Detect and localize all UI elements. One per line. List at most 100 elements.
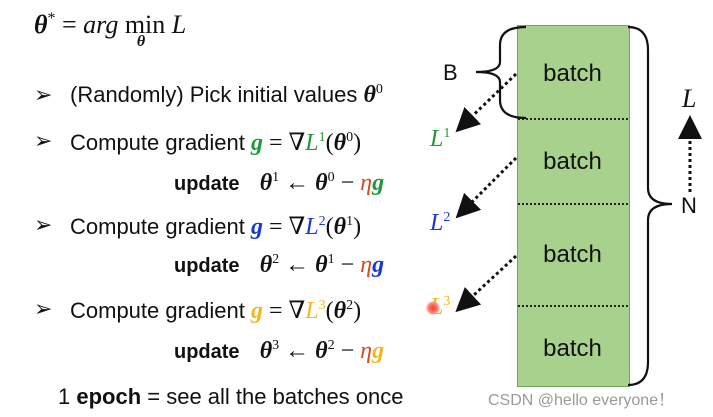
open-paren: ( (325, 298, 334, 324)
min-word: min (124, 10, 166, 39)
total-size-label: N (681, 193, 697, 218)
minus-sign: − (334, 338, 361, 364)
theta-symbol: θ (315, 252, 328, 278)
theta-superscript: 1 (327, 252, 335, 267)
theta-symbol: θ (315, 338, 328, 364)
step-label: Compute gradient (70, 298, 251, 323)
theta-superscript: 2 (346, 298, 354, 313)
gradient-symbol: g (251, 214, 263, 240)
equals-sign: = (55, 10, 84, 39)
loss-symbol: L (171, 10, 187, 39)
theta-superscript: 2 (327, 338, 335, 353)
minus-sign: − (334, 170, 361, 196)
min-subscript: θ (136, 33, 146, 50)
bullet-icon: ➢ (34, 296, 53, 321)
pointer-highlight-icon (426, 301, 440, 315)
theta-superscript: 0 (346, 130, 354, 145)
loss-symbol: L (430, 126, 444, 152)
update-step-2: update θ2 ← θ1 − ηg (174, 252, 384, 279)
theta-superscript: 1 (272, 170, 280, 185)
loss-axis-label: L (682, 84, 697, 113)
theta-superscript: 3 (272, 338, 280, 353)
close-paren: ) (353, 298, 362, 324)
epoch-description: = see all the batches once (141, 384, 404, 409)
learning-rate-symbol: η (360, 170, 373, 196)
batch-label: batch (543, 148, 602, 175)
loss-symbol: L (430, 210, 444, 236)
loss-superscript: 2 (443, 210, 451, 225)
theta-symbol: θ (259, 252, 273, 278)
batch-size-label: B (443, 60, 458, 85)
theta-symbol: θ (259, 338, 273, 364)
open-paren: ( (325, 130, 334, 156)
theta-superscript: 2 (272, 252, 280, 267)
update-step-3: update θ3 ← θ2 − ηg (174, 338, 384, 365)
batch-divider (518, 305, 628, 307)
pick-text: (Randomly) Pick initial values (70, 82, 364, 107)
loss-symbol: L (305, 130, 319, 156)
watermark: CSDN @hello everyone！ (488, 392, 675, 409)
batch-to-loss-arrow (455, 72, 518, 133)
bullet-icon: ➢ (34, 128, 53, 153)
loss-symbol: L (305, 214, 319, 240)
epoch-number: 1 (58, 384, 77, 409)
star-superscript: * (47, 10, 56, 27)
gradient-symbol: g (372, 338, 385, 364)
dataset-box (517, 25, 630, 387)
batch-label: batch (543, 241, 602, 268)
nabla-expression: = ∇ (263, 130, 306, 156)
batch-to-loss-arrow (455, 156, 518, 219)
theta-symbol: θ (333, 214, 347, 240)
batch-loss-label-2: L2 (430, 210, 450, 237)
learning-rate-symbol: η (360, 252, 373, 278)
close-paren: ) (353, 130, 362, 156)
gradient-symbol: g (372, 252, 385, 278)
batch-label: batch (543, 335, 602, 362)
theta-symbol: θ (34, 10, 48, 39)
batch-divider (518, 118, 628, 120)
epoch-word: epoch (76, 384, 142, 409)
epoch-definition: 1 epoch = see all the batches once (58, 384, 404, 410)
gradient-symbol: g (372, 170, 385, 196)
close-paren: ) (353, 214, 362, 240)
theta-superscript: 0 (375, 82, 383, 97)
gradient-symbol: g (251, 298, 263, 324)
loss-symbol: L (305, 298, 319, 324)
theta-symbol: θ (259, 170, 273, 196)
theta-superscript: 1 (346, 214, 354, 229)
update-step-1: update θ1 ← θ0 − ηg (174, 170, 384, 197)
theta-symbol: θ (315, 170, 328, 196)
loss-superscript: 3 (443, 294, 451, 309)
bullet-icon: ➢ (34, 82, 53, 107)
learning-rate-symbol: η (360, 338, 373, 364)
step-label: Compute gradient (70, 130, 251, 155)
compute-gradient-step-3: Compute gradient g = ∇L3(θ2) (70, 296, 361, 325)
bullet-icon: ➢ (34, 212, 53, 237)
batch-label: batch (543, 60, 602, 87)
compute-gradient-step-2: Compute gradient g = ∇L2(θ1) (70, 212, 361, 241)
theta-symbol: θ (363, 82, 376, 108)
loss-superscript: 2 (318, 214, 326, 229)
batch-brace (475, 25, 527, 120)
assign-arrow: ← (279, 170, 316, 196)
loss-superscript: 1 (443, 126, 451, 141)
batch-loss-label-1: L1 (430, 126, 450, 153)
nabla-expression: = ∇ (263, 298, 306, 324)
arg-word: arg (83, 10, 125, 39)
loss-superscript: 1 (318, 130, 326, 145)
assign-arrow: ← (279, 252, 316, 278)
update-word: update (174, 341, 240, 363)
update-word: update (174, 255, 240, 277)
compute-gradient-step-1: Compute gradient g = ∇L1(θ0) (70, 128, 361, 157)
pick-initial-step: (Randomly) Pick initial values θ0 (70, 82, 383, 109)
batch-divider (518, 203, 628, 205)
minus-sign: − (334, 252, 361, 278)
step-label: Compute gradient (70, 214, 251, 239)
theta-symbol: θ (333, 130, 347, 156)
update-word: update (174, 173, 240, 195)
nabla-expression: = ∇ (263, 214, 306, 240)
open-paren: ( (325, 214, 334, 240)
theta-superscript: 0 (327, 170, 335, 185)
gradient-symbol: g (251, 130, 263, 156)
